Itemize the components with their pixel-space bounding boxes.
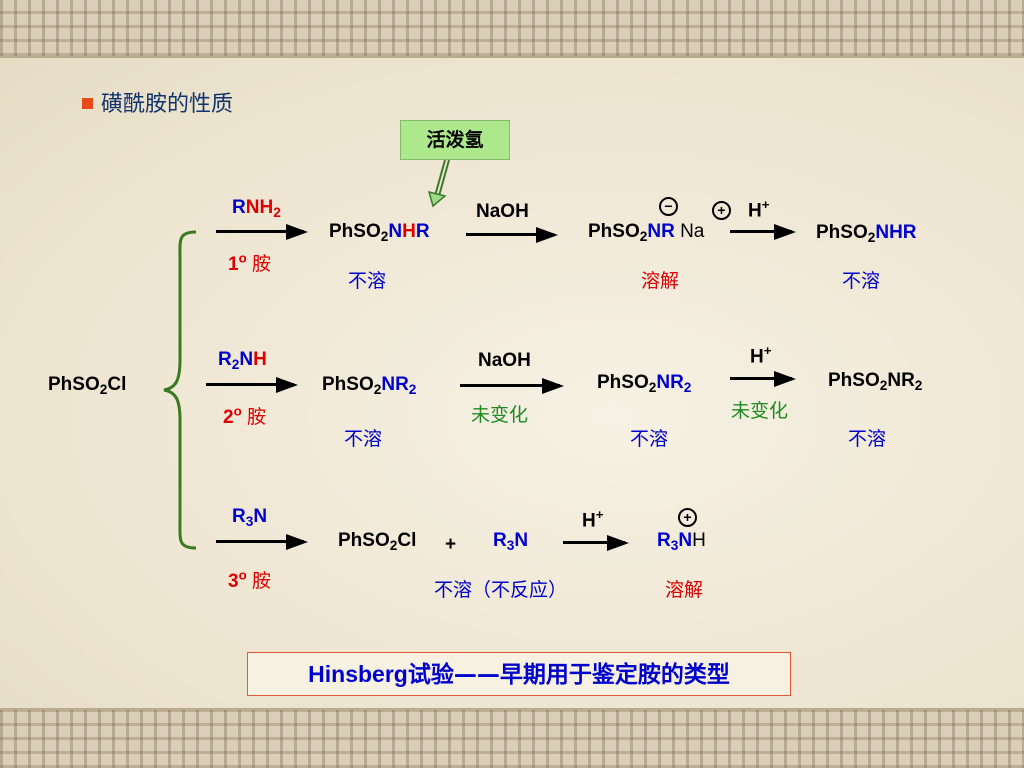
row1-arrow-2 — [466, 227, 558, 243]
bullet-square-icon — [82, 98, 93, 109]
row2-reagent-3: H+ — [750, 343, 772, 368]
row2-solubility-2: 不溶 — [630, 428, 669, 450]
row1-solubility-2: 溶解 — [641, 270, 680, 292]
top-decorative-border — [0, 0, 1024, 58]
row2-arrow-3 — [730, 371, 796, 387]
row3-arrow-2 — [563, 535, 629, 551]
row3-product-1: PhSO2Cl — [338, 530, 417, 553]
row2-nochange-2: 未变化 — [731, 400, 789, 422]
row1-reagent: RNH2 — [232, 197, 281, 220]
plus-charge-icon: + — [712, 201, 731, 220]
row3-product-2: R3NH — [657, 530, 706, 553]
row2-product-2: PhSO2NR2 — [597, 372, 692, 395]
row3-reagent-2: H+ — [582, 507, 604, 532]
row2-reagent: R2NH — [218, 349, 267, 372]
bottom-decorative-border — [0, 708, 1024, 768]
row3-reagent: R3N — [232, 506, 268, 529]
row3-solubility-2: 溶解 — [665, 579, 704, 601]
row1-product-1: PhSO2NHR — [329, 221, 430, 244]
row2-amine-class: 2o 胺 — [223, 403, 266, 428]
row1-product-2: PhSO2NR Na — [588, 221, 705, 244]
row1-solubility-1: 不溶 — [348, 270, 387, 292]
row1-reagent-2: NaOH — [476, 201, 529, 222]
minus-charge-icon: − — [659, 197, 678, 216]
start-compound: PhSO2Cl — [48, 374, 127, 397]
row1-amine-class: 1o 胺 — [228, 250, 271, 275]
row3-amine: R3N — [493, 530, 529, 553]
row1-product-3: PhSO2NHR — [816, 222, 917, 245]
active-hydrogen-label: 活泼氢 — [400, 120, 510, 160]
row1-arrow-1 — [216, 224, 308, 240]
row3-plus-sign: + — [445, 534, 457, 555]
row2-product-3: PhSO2NR2 — [828, 370, 923, 393]
row3-arrow-1 — [216, 534, 308, 550]
title-text: 磺酰胺的性质 — [101, 92, 234, 117]
row1-solubility-3: 不溶 — [842, 270, 881, 292]
row1-reagent-3: H+ — [748, 197, 770, 222]
row2-reagent-2: NaOH — [478, 350, 531, 371]
row2-nochange-1: 未变化 — [471, 404, 529, 426]
row2-solubility-1: 不溶 — [344, 428, 383, 450]
slide-title: 磺酰胺的性质 — [82, 86, 233, 118]
row2-arrow-2 — [460, 378, 564, 394]
branch-brace — [163, 230, 197, 550]
row2-product-1: PhSO2NR2 — [322, 374, 417, 397]
row2-arrow-1 — [206, 377, 298, 393]
row1-arrow-3 — [730, 224, 796, 240]
row3-amine-class: 3o 胺 — [228, 567, 271, 592]
active-hydrogen-pointer-arrow — [427, 159, 450, 208]
row3-solubility-1: 不溶（不反应） — [434, 579, 568, 601]
plus-charge-icon-row3: + — [678, 508, 697, 527]
hinsberg-test-caption: Hinsberg试验——早期用于鉴定胺的类型 — [247, 652, 791, 696]
row2-solubility-3: 不溶 — [848, 428, 887, 450]
